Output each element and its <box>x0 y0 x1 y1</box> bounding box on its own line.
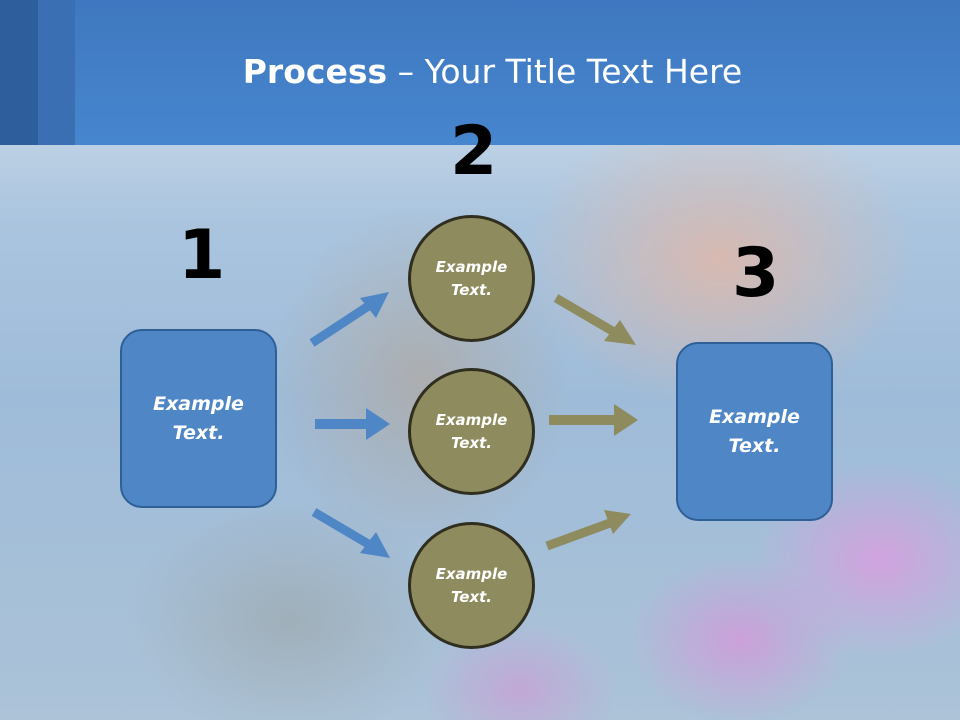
header-accent-strip <box>0 0 38 145</box>
step-1-box: Example Text. <box>120 329 277 508</box>
circle-bottom-text: Example Text. <box>435 564 508 606</box>
slide-title-rest: – Your Title Text Here <box>387 52 743 91</box>
arrow-up-right-blue <box>309 292 389 347</box>
circle-top: Example Text. <box>408 215 535 342</box>
circle-middle: Example Text. <box>408 368 535 495</box>
slide-title: Process – Your Title Text Here <box>0 52 960 91</box>
circle-bottom: Example Text. <box>408 522 535 649</box>
step-number-2: 2 <box>450 112 498 191</box>
arrow-down-right-olive <box>553 294 636 345</box>
step-3-text: Example Text. <box>709 405 800 457</box>
circle-top-text: Example Text. <box>435 257 508 299</box>
arrow-up-right-olive <box>545 510 631 551</box>
step-1-text: Example Text. <box>153 392 244 444</box>
title-band <box>0 0 960 145</box>
arrow-right-olive <box>549 404 638 436</box>
arrow-down-right-blue <box>311 508 390 558</box>
step-number-1: 1 <box>178 216 226 295</box>
arrow-right-blue <box>315 408 390 440</box>
step-3-box: Example Text. <box>676 342 833 521</box>
header-accent-strip <box>38 0 75 145</box>
slide-title-bold: Process <box>242 52 388 91</box>
step-number-3: 3 <box>732 234 780 313</box>
circle-middle-text: Example Text. <box>435 410 508 452</box>
